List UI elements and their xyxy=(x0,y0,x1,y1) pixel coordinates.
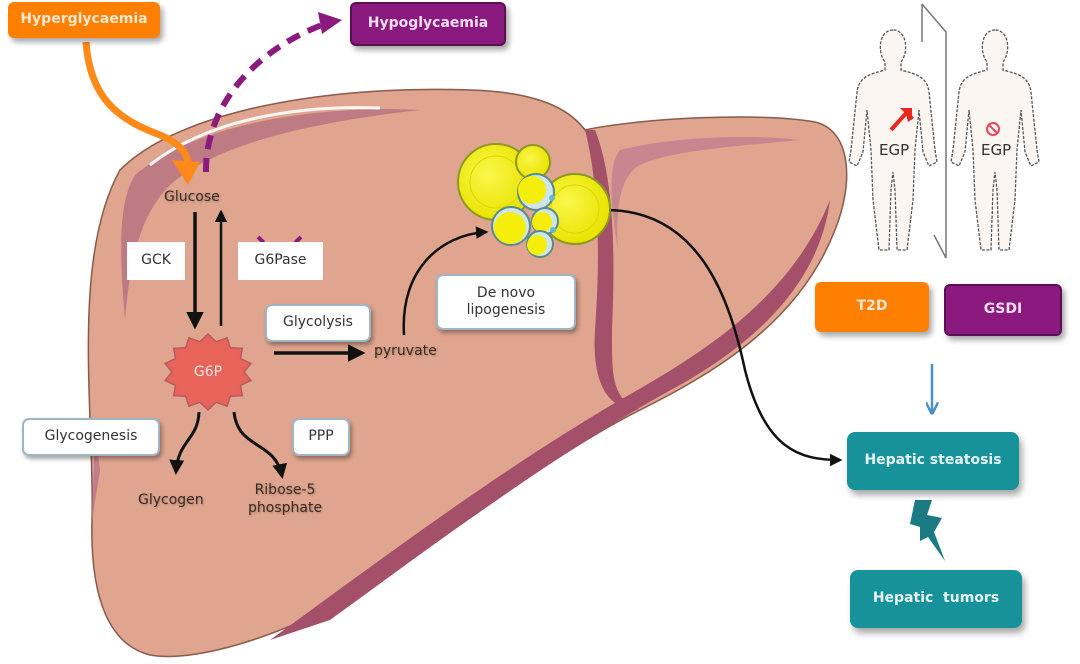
hyperglycaemia-arrowhead xyxy=(172,160,200,185)
g6p-label: G6P xyxy=(193,364,223,381)
hyperglycaemia-arrow xyxy=(82,41,192,171)
ppp-arrow xyxy=(232,411,288,479)
glycolysis-label: Glycolysis xyxy=(283,314,353,331)
liver-left-streak xyxy=(92,430,100,520)
g6pase-box: G6Pase xyxy=(238,242,323,280)
g6p-star xyxy=(163,332,253,412)
hyperglycaemia-label: Hyperglycaemia xyxy=(20,11,148,28)
glycogenesis-arrow xyxy=(169,411,201,475)
hypoglycaemia-label: Hypoglycaemia xyxy=(367,15,489,32)
patient-figure-left xyxy=(848,29,938,251)
hepatic-tumors-box: Hepatic tumors xyxy=(850,570,1022,628)
lightning-bolt-icon xyxy=(910,500,945,561)
glucose-label: Glucose xyxy=(164,189,220,205)
hypoglycaemia-box: Hypoglycaemia xyxy=(350,2,506,46)
hypoglycaemia-arrowhead xyxy=(318,12,342,34)
gck-label: GCK xyxy=(141,252,171,269)
glycogenesis-box: Glycogenesis xyxy=(22,418,160,456)
ribose-line-2: phosphate xyxy=(248,499,323,516)
hyperglycaemia-box: Hyperglycaemia xyxy=(8,2,160,38)
ppp-box: PPP xyxy=(292,418,350,456)
gsdi-box: GSDI xyxy=(944,284,1062,336)
lipogenesis-arrow xyxy=(402,226,489,336)
glycolysis-box: Glycolysis xyxy=(265,304,371,342)
t2d-label: T2D xyxy=(856,298,888,315)
hepatic-steatosis-label: Hepatic steatosis xyxy=(864,452,1002,469)
hepatic-tumors-label: Hepatic tumors xyxy=(872,590,1000,607)
gsdi-label: GSDI xyxy=(983,301,1023,318)
gck-box: GCK xyxy=(127,242,185,280)
de-novo-lipogenesis-box: De novo lipogenesis xyxy=(436,274,576,330)
glycogen-label: Glycogen xyxy=(138,492,204,508)
liver-highlight xyxy=(149,106,381,167)
g6pase-label: G6Pase xyxy=(254,252,307,269)
steatosis-arrow xyxy=(605,208,843,467)
t2d-box: T2D xyxy=(815,282,929,332)
de-novo-line-2: lipogenesis xyxy=(466,302,546,318)
egp-blocked-icon xyxy=(986,122,1000,136)
lipid-droplets xyxy=(457,143,611,258)
ppp-label: PPP xyxy=(308,428,334,445)
pyruvate-label: pyruvate xyxy=(374,343,437,359)
ribose-line-1: Ribose-5 xyxy=(254,482,316,498)
mirror-divider xyxy=(921,3,947,258)
liver-right-band xyxy=(611,137,800,250)
mirror-divider-lower xyxy=(933,234,947,259)
patient-figure-right xyxy=(950,29,1040,251)
hepatic-steatosis-box: Hepatic steatosis xyxy=(847,432,1019,490)
egp-right-label: EGP xyxy=(981,141,1012,159)
glycogenesis-label: Glycogenesis xyxy=(44,428,138,445)
ribose-5-phosphate-label: Ribose-5 phosphate xyxy=(248,482,322,517)
de-novo-line-1: De novo xyxy=(476,284,536,301)
liver-outline xyxy=(87,88,848,658)
egp-increase-icon xyxy=(889,108,914,132)
hypoglycaemia-arrow xyxy=(202,19,331,173)
egp-left-label: EGP xyxy=(879,141,910,159)
